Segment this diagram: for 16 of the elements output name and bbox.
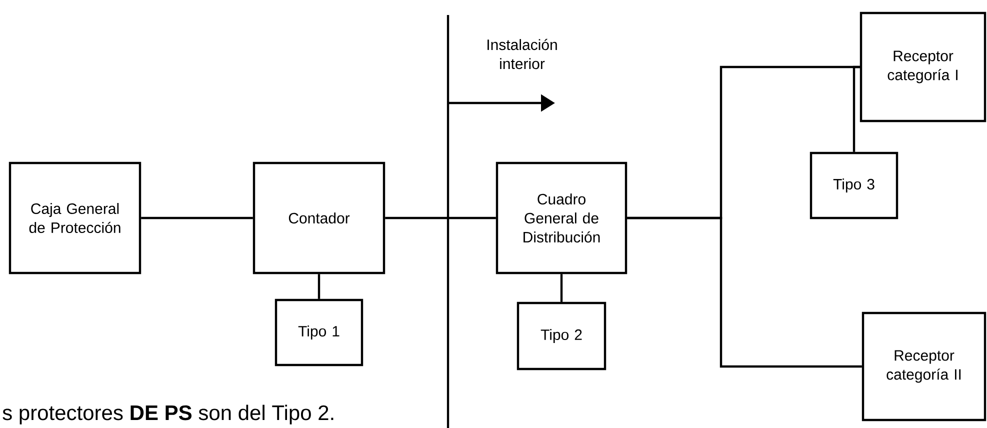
protector-box: Tipo 3 [810,152,898,220]
connector-line [852,66,860,152]
component-box: Caja General de Protección [8,162,142,274]
connector-line [141,216,253,220]
region-label: Instalación interior [488,38,557,70]
component-box: Cuadro General de Distribución [496,162,628,274]
connector-line [560,274,563,302]
note-text: s protectores DE PS son del Tipo 2. [2,404,334,424]
connector-line [318,274,320,299]
component-box: Receptor categoría I [860,12,986,122]
connector-line [385,216,496,220]
protector-box: Tipo 1 [274,298,364,366]
protector-box: Tipo 2 [516,302,606,370]
component-box: Receptor categoría II [862,312,986,422]
connector-line [627,216,862,368]
component-box: Contador [252,162,386,274]
